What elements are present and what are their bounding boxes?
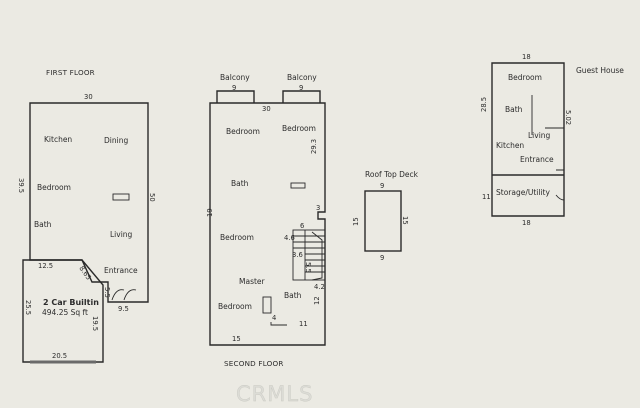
gh-dim-bottom: 18 — [522, 219, 531, 227]
sf-bedroom-tl-label: Bedroom — [226, 127, 260, 136]
ff-dim-garage-left: 25.5 — [24, 300, 32, 315]
roof-deck-title: Roof Top Deck — [365, 170, 419, 179]
sf-balcony-left — [216, 90, 255, 103]
ff-dim-right: 50 — [148, 193, 156, 202]
sf-balcony-left-label: Balcony — [220, 73, 250, 82]
ff-dim-entrance-h: 5.5 — [103, 287, 111, 298]
sf-bedroom-tr-label: Bedroom — [282, 124, 316, 133]
sf-dim-stair-small: 3.6 — [292, 251, 303, 259]
sf-bath-bottom-label: Bath — [284, 291, 302, 300]
guest-house-outline — [491, 62, 565, 217]
ff-kitchen-label: Kitchen — [44, 135, 72, 144]
gh-bedroom-label: Bedroom — [508, 73, 542, 82]
gh-storage-label: Storage/Utility — [496, 188, 550, 197]
roof-deck-dim-left: 15 — [352, 217, 360, 226]
ff-dim-left: 39.5 — [17, 178, 25, 193]
roof-deck-dim-right: 15 — [401, 216, 409, 225]
sf-dim-top: 30 — [262, 105, 271, 113]
gh-bath-label: Bath — [505, 105, 523, 114]
roof-top-deck-plan: Roof Top Deck 9 15 15 9 — [352, 170, 419, 262]
entry-door-swing — [111, 289, 137, 301]
sf-dim-stair-side: 5.5 — [304, 262, 312, 273]
ff-bedroom-label: Bedroom — [37, 183, 71, 192]
sf-bath-wall — [270, 322, 287, 326]
sf-dim-bottom-right: 11 — [299, 320, 308, 328]
roof-deck-dim-top: 9 — [380, 182, 384, 190]
sf-bedroom-bottom-label: Bedroom — [218, 302, 252, 311]
sf-dim-right-lower: 12 — [313, 296, 321, 305]
sf-balcony-right — [282, 90, 321, 103]
second-floor-outline — [209, 102, 326, 346]
sf-dim-right-top: 29.3 — [310, 139, 318, 154]
sf-stair — [292, 229, 326, 281]
ff-dining-label: Dining — [104, 136, 128, 145]
sf-dim-right-step2: 4.2 — [314, 283, 325, 291]
sf-tub — [262, 296, 272, 314]
ff-living-label: Living — [110, 230, 133, 239]
ff-garage-label: 2 Car Builtin — [43, 298, 99, 307]
sf-dim-right-step: 3 — [316, 204, 320, 212]
sf-stair-rail — [311, 231, 323, 281]
sf-balcony-right-label: Balcony — [287, 73, 317, 82]
ff-dim-entrance-w: 9.5 — [118, 305, 129, 313]
crmls-watermark: CRMLS — [236, 382, 313, 406]
sf-bedroom-mid-label: Bedroom — [220, 233, 254, 242]
ff-garage-area: 494.25 Sq ft — [42, 308, 88, 317]
gh-kitchen-label: Kitchen — [496, 141, 524, 150]
sf-balcony-right-dim: 9 — [299, 84, 303, 92]
sf-dim-stair-h: 4.6 — [284, 234, 295, 242]
first-floor-plan: FIRST FLOOR 30 39.5 50 12.5 8.65 25.5 19… — [17, 68, 156, 364]
sf-dim-left: 19 — [206, 208, 214, 217]
sf-dim-stair-w: 6 — [300, 222, 304, 230]
ff-entrance-label: Entrance — [104, 266, 138, 275]
first-floor-title: FIRST FLOOR — [46, 68, 95, 77]
gh-dim-top: 18 — [522, 53, 531, 61]
sf-fireplace — [290, 182, 306, 189]
sf-stair-treads — [293, 230, 325, 280]
sf-dim-notch: 4 — [272, 314, 276, 322]
gh-interior-walls — [531, 95, 565, 201]
garage-outline — [22, 259, 104, 363]
gh-living-label: Living — [528, 131, 551, 140]
second-floor-title: SECOND FLOOR — [224, 359, 284, 368]
guest-house-plan: Guest House 18 28.5 5.02 11 18 Bedroom B… — [480, 53, 624, 227]
ff-dim-garage-right: 19.5 — [91, 316, 99, 331]
sf-balcony-left-dim: 9 — [232, 84, 236, 92]
fireplace — [112, 193, 130, 201]
gh-entrance-label: Entrance — [520, 155, 554, 164]
gh-dim-left-lower: 11 — [482, 193, 491, 201]
ff-bath-label: Bath — [34, 220, 52, 229]
sf-master-label: Master — [239, 277, 266, 286]
ff-dim-bottom: 20.5 — [52, 352, 67, 360]
gh-dim-left: 28.5 — [480, 97, 488, 112]
guest-house-title: Guest House — [576, 66, 624, 75]
sf-dim-bottom-left: 15 — [232, 335, 241, 343]
sf-bath-top-label: Bath — [231, 179, 249, 188]
second-floor-plan: Balcony Balcony 9 9 30 29.3 19 6 4.6 3.6… — [206, 73, 326, 368]
ff-dim-top: 30 — [84, 93, 93, 101]
ff-dim-diag-top: 12.5 — [38, 262, 53, 270]
roof-deck-dim-bottom: 9 — [380, 254, 384, 262]
roof-deck-outline — [364, 190, 402, 252]
gh-dim-inner: 5.02 — [564, 110, 572, 125]
